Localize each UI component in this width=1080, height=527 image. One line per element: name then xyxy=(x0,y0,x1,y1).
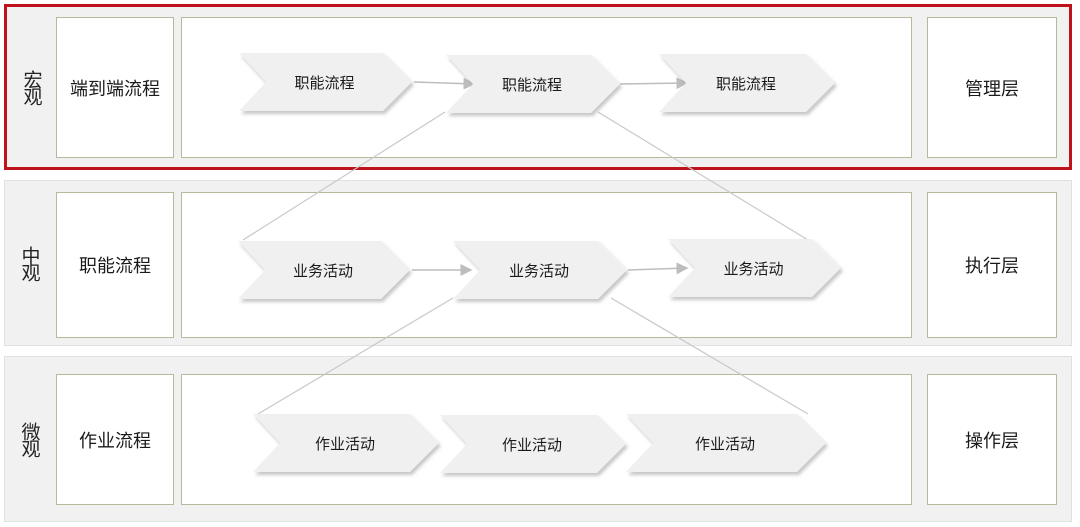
process-name-macro: 端到端流程 xyxy=(56,17,174,158)
step-label-micro-2: 作业活动 xyxy=(501,435,562,454)
layer-name-meso: 执行层 xyxy=(927,192,1057,338)
process-name-micro: 作业流程 xyxy=(56,374,174,505)
layer-name-micro: 操作层 xyxy=(927,374,1057,505)
process-name-meso: 职能流程 xyxy=(56,192,174,338)
step-label-meso-1: 业务活动 xyxy=(292,261,353,280)
level-label-micro: 微观 xyxy=(18,422,41,456)
level-label-macro: 宏观 xyxy=(20,70,43,104)
layer-name-macro: 管理层 xyxy=(927,17,1057,158)
level-label-meso: 中观 xyxy=(18,246,41,280)
step-label-macro-2: 职能流程 xyxy=(501,75,562,94)
step-label-macro-3: 职能流程 xyxy=(715,74,776,93)
step-label-micro-3: 作业活动 xyxy=(694,434,755,453)
step-label-micro-1: 作业活动 xyxy=(314,434,375,453)
step-label-meso-2: 业务活动 xyxy=(508,261,569,280)
step-label-macro-1: 职能流程 xyxy=(294,73,355,92)
step-label-meso-3: 业务活动 xyxy=(723,259,784,278)
